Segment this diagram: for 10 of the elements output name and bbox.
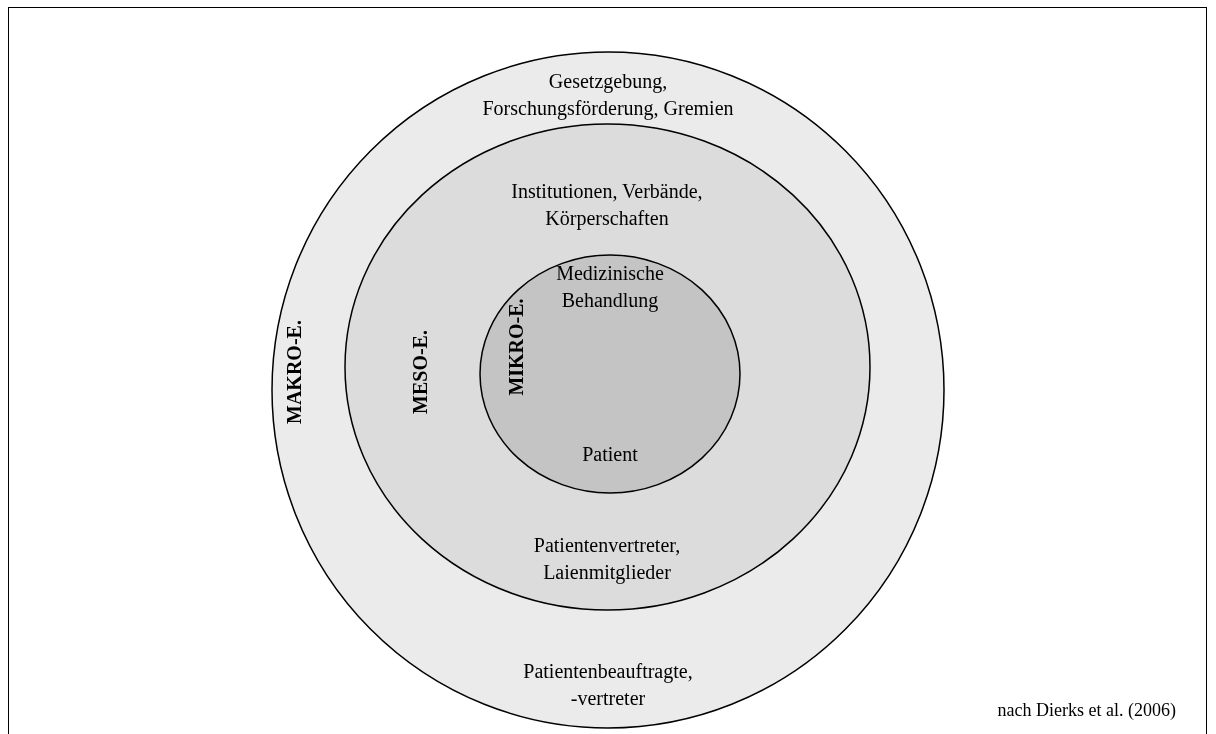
node-text: Patientenbeauftragte, -vertreter bbox=[522, 659, 694, 711]
node-text: Institutionen, Verbände, Körperschaften bbox=[510, 179, 704, 232]
node-text: Patient bbox=[581, 442, 639, 467]
node-text: Patientenvertreter, Laienmitglieder bbox=[532, 533, 682, 586]
node-text: Gesetzgebung, Forschungsförderung, Gremien bbox=[481, 69, 735, 122]
level-label: MIKRO-E. bbox=[504, 298, 528, 396]
level-label: MAKRO-E. bbox=[282, 320, 306, 424]
source-note: nach Dierks et al. (2006) bbox=[997, 700, 1176, 721]
level-label: MESO-E. bbox=[408, 330, 432, 414]
node-text: Medizinische Behandlung bbox=[555, 261, 665, 314]
